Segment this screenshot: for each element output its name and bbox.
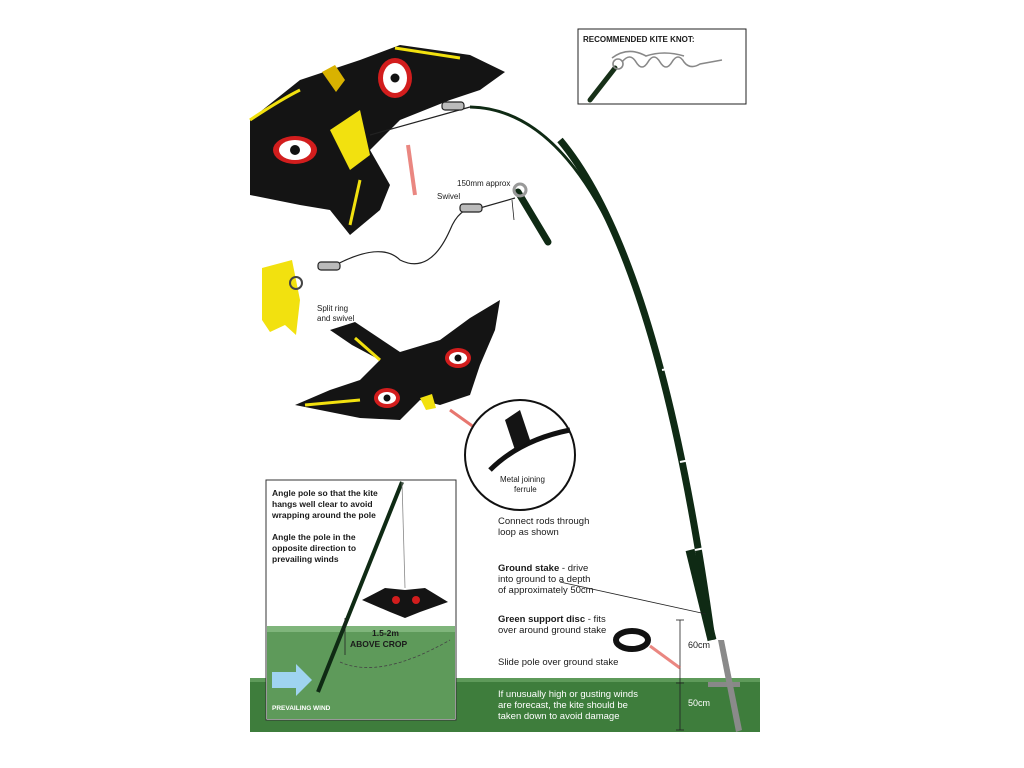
- eye-right: [378, 58, 412, 98]
- label-disc: Green support disc - fits: [498, 614, 606, 625]
- label-stake: Ground stake - drive: [498, 563, 589, 574]
- inset-text-2: hangs well clear to avoid: [272, 499, 373, 509]
- label-connect: Connect rods through: [498, 516, 590, 527]
- kite-middle: [295, 300, 500, 420]
- label-60cm: 60cm: [688, 640, 711, 650]
- label-ferrule: Metal joining: [500, 475, 545, 484]
- inset-text-3: wrapping around the pole: [272, 510, 376, 520]
- inset-text-4: Angle the pole in the: [272, 532, 356, 542]
- label-150mm: 150mm approx: [457, 179, 511, 188]
- support-disc: [613, 628, 681, 670]
- knot-box: [577, 28, 747, 105]
- label-swivel: Swivel: [437, 192, 461, 201]
- inset-height: 1.5-2m: [372, 628, 399, 638]
- label-split-ring-2: and swivel: [317, 314, 355, 323]
- label-ferrule-2: ferrule: [514, 485, 537, 494]
- kite-large-top: [249, 45, 505, 235]
- eye-left: [273, 136, 317, 164]
- knot-box-title: RECOMMENDED KITE KNOT:: [583, 35, 695, 44]
- label-disc-2: over around ground stake: [498, 625, 607, 636]
- label-connect-2: loop as shown: [498, 527, 559, 538]
- inset-text-1: Angle pole so that the kite: [272, 488, 378, 498]
- inset-wind-label: PREVAILING WIND: [272, 705, 331, 712]
- dimension-lines: [559, 581, 707, 731]
- knot-rod: [587, 65, 618, 103]
- inset-box: [265, 479, 457, 721]
- label-warn-3: taken down to avoid damage: [498, 711, 620, 722]
- label-split-ring: Split ring: [317, 304, 349, 313]
- ferrule-detail: [464, 399, 576, 511]
- inset-text-6: prevailing winds: [272, 554, 339, 564]
- knot-icon: [611, 50, 723, 70]
- pole-top: [511, 182, 552, 246]
- label-warn: If unusually high or gusting winds: [498, 689, 638, 700]
- kite-tail: [262, 260, 303, 335]
- kite-line: [317, 101, 516, 271]
- inset-text-5: opposite direction to: [272, 543, 357, 553]
- label-slide: Slide pole over ground stake: [498, 657, 619, 668]
- label-stake-2: into ground to a depth: [498, 574, 591, 585]
- main-pole: [469, 105, 717, 642]
- inset-height-2: ABOVE CROP: [350, 639, 408, 649]
- label-50cm: 50cm: [688, 698, 711, 708]
- label-stake-3: of approximately 50cm: [498, 585, 594, 596]
- ground-stake: [708, 640, 742, 732]
- label-warn-2: are forecast, the kite should be: [498, 700, 628, 711]
- wind-arrow: [272, 664, 312, 696]
